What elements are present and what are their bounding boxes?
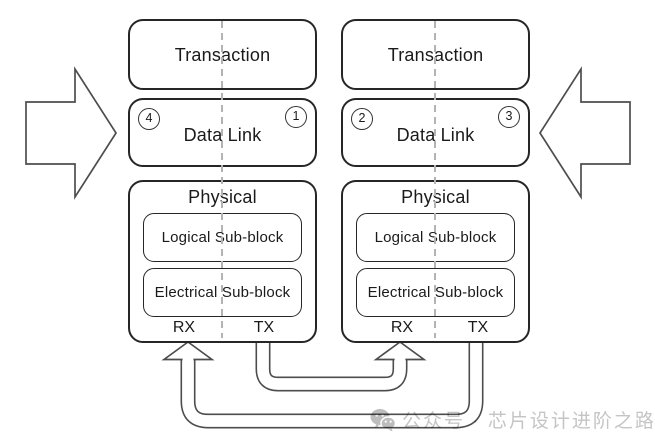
flow-arrow-right-icon [25,66,118,200]
step-badge: 2 [351,108,373,130]
tx-to-rx-link-lower [180,334,484,429]
flow-arrow-left-icon [538,66,631,200]
tx-port-label: TX [253,319,275,336]
watermark-text: 公众号 · 芯片设计进阶之路 [402,411,655,432]
device-stack-left: Transaction 4 1 Data Link Physical Logic… [128,19,317,343]
rx-port-label: RX [390,319,414,336]
step-badge: 4 [138,108,160,130]
step-badge: 1 [285,106,307,128]
rx-port-label: RX [172,319,196,336]
step-badge: 3 [498,106,520,128]
rx-arrowhead-right-icon [373,340,427,361]
tx-port-label: TX [467,319,489,336]
wechat-icon [370,408,396,431]
device-stack-right: Transaction 2 3 Data Link Physical Logic… [341,19,530,343]
rx-arrowhead-left-icon [161,340,215,361]
watermark: 公众号 · 芯片设计进阶之路 [370,406,655,433]
tx-to-rx-link-upper [255,334,408,392]
center-dashed-line [221,21,223,338]
center-dashed-line [434,21,436,338]
